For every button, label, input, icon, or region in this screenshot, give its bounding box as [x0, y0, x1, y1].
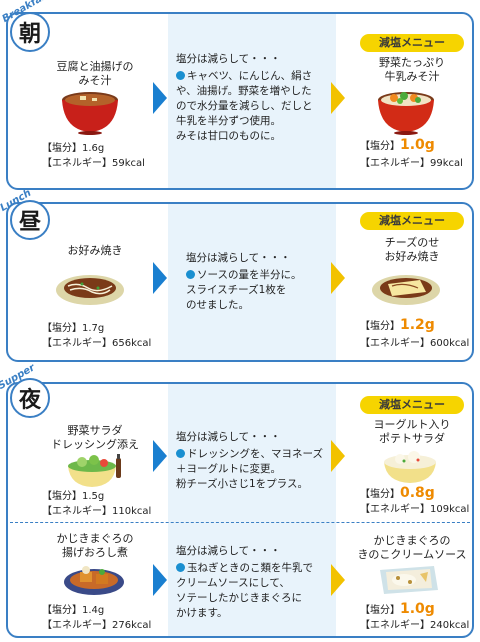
breakfast-before-salt: 【塩分】1.6g — [42, 143, 105, 154]
breakfast-tip: 塩分は減らして・・・ キャベツ、にんじん、絹さや、油揚げ。野菜を増やしたので水分… — [176, 53, 313, 142]
supper-2-arrow-yellow — [331, 564, 345, 596]
supper-1-arrow-blue — [153, 440, 167, 472]
lunch-tip: 塩分は減らして・・・ ソースの量を半分に。 スライスチーズ1枚を のせました。 — [186, 252, 302, 311]
breakfast-after-salt: 【塩分】1.0g — [360, 137, 435, 153]
supper-2-before-salt: 【塩分】1.4g — [42, 605, 105, 616]
salad-icon — [68, 454, 121, 487]
supper-2-after-energy: 【エネルギー】240kcal — [360, 620, 470, 631]
supper-1-after-name: ヨーグルト入り ポテトサラダ — [373, 418, 451, 445]
supper-2-arrow-blue — [153, 564, 167, 596]
bullet-icon — [176, 449, 185, 458]
breakfast-before-energy: 【エネルギー】59kcal — [42, 158, 145, 169]
bullet-icon — [176, 71, 185, 80]
breakfast-before-name: 豆腐と油揚げの みそ汁 — [56, 60, 134, 87]
supper-2-before-name: かじきまぐろの 揚げおろし煮 — [56, 532, 134, 559]
breakfast-arrow-blue — [153, 82, 167, 114]
lunch-after-name: チーズのせ お好み焼き — [384, 236, 440, 263]
breakfast-after-energy: 【エネルギー】99kcal — [360, 158, 463, 169]
supper-1-before-name: 野菜サラダ ドレッシング添え — [51, 424, 139, 451]
supper-1-low-salt-badge: 減塩メニュー — [360, 396, 464, 414]
lunch-arrow-blue — [153, 262, 167, 294]
supper-2-after-salt: 【塩分】1.0g — [360, 601, 435, 617]
supper-panel — [6, 382, 474, 638]
fish-cream-sauce-icon — [380, 566, 438, 594]
vegetable-miso-soup-icon — [378, 92, 434, 135]
lunch-after-energy: 【エネルギー】600kcal — [360, 338, 470, 349]
breakfast-badge: 朝 — [10, 12, 50, 52]
lunch-before-name: お好み焼き — [67, 244, 123, 257]
lunch-badge: 昼 — [10, 200, 50, 240]
breakfast-tip-bg — [168, 14, 336, 188]
breakfast-low-salt-badge: 減塩メニュー — [360, 34, 464, 52]
supper-1-after-energy: 【エネルギー】109kcal — [360, 504, 470, 515]
lunch-low-salt-badge: 減塩メニュー — [360, 212, 464, 230]
supper-2-before-energy: 【エネルギー】276kcal — [42, 620, 152, 631]
supper-1-before-salt: 【塩分】1.5g — [42, 491, 105, 502]
breakfast-arrow-yellow — [331, 82, 345, 114]
lunch-arrow-yellow — [331, 262, 345, 294]
miso-soup-icon — [62, 92, 118, 135]
supper-divider — [10, 522, 470, 523]
breakfast-after-name: 野菜たっぷり 牛乳みそ汁 — [379, 56, 445, 83]
supper-2-after-name: かじきまぐろの きのこクリームソース — [357, 534, 467, 561]
supper-1-tip: 塩分は減らして・・・ ドレッシングを、マヨネーズ ＋ヨーグルトに変更。 粉チーズ… — [176, 431, 323, 490]
bullet-icon — [176, 563, 185, 572]
supper-1-arrow-yellow — [331, 440, 345, 472]
lunch-before-salt: 【塩分】1.7g — [42, 323, 105, 334]
lunch-before-energy: 【エネルギー】656kcal — [42, 338, 152, 349]
okonomiyaki-icon — [56, 275, 124, 305]
potato-salad-icon — [384, 451, 436, 483]
cheese-okonomiyaki-icon — [372, 275, 440, 305]
supper-2-tip: 塩分は減らして・・・ 玉ねぎときのこ類を牛乳で クリームソースにして、 ソテーし… — [176, 545, 313, 619]
fried-fish-icon — [64, 566, 124, 595]
supper-badge: 夜 — [10, 378, 50, 418]
bullet-icon — [186, 270, 195, 279]
supper-1-after-salt: 【塩分】0.8g — [360, 485, 435, 501]
lunch-after-salt: 【塩分】1.2g — [360, 317, 435, 333]
supper-1-before-energy: 【エネルギー】110kcal — [42, 506, 152, 517]
